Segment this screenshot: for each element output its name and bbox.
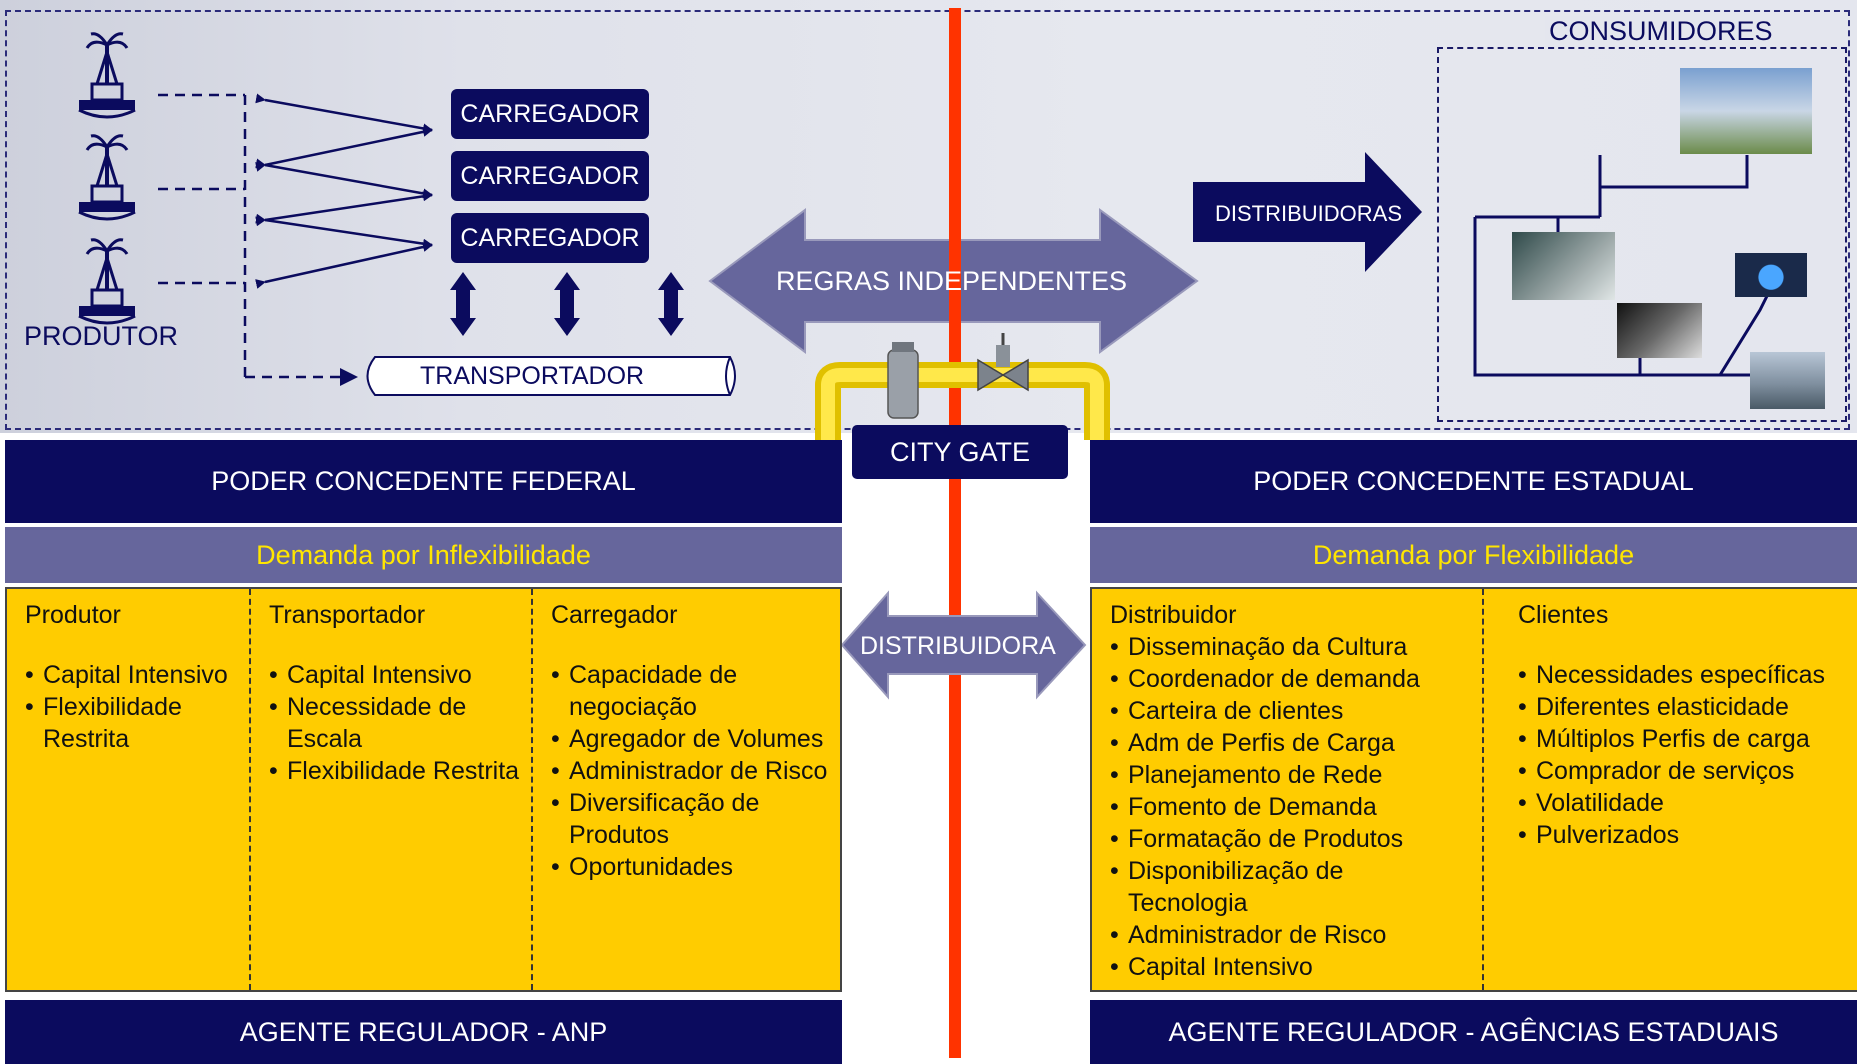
list-item: Flexibilidade Restrita <box>25 691 243 755</box>
list-item: Oportunidades <box>551 851 834 883</box>
list-item: Administrador de Risco <box>551 755 834 787</box>
list-item: Capital Intensivo <box>25 659 243 691</box>
list-item: Comprador de serviços <box>1518 755 1853 787</box>
col-title: Distribuidor <box>1110 601 1237 629</box>
list-item: Pulverizados <box>1518 819 1853 851</box>
col-title: Transportador <box>269 601 426 629</box>
list-item: Necessidades específicas <box>1518 659 1853 691</box>
col-distribuidor: Distribuidor Disseminação da Cultura Coo… <box>1092 589 1484 990</box>
consumidores-label: CONSUMIDORES <box>1545 16 1777 47</box>
col-title: Produtor <box>25 601 121 629</box>
photo-thumbnail-icon <box>1680 68 1812 154</box>
list-item: Capacidade de negociação <box>551 659 834 723</box>
oil-platform-icon <box>77 133 137 221</box>
list-item: Capital Intensivo <box>1110 951 1476 983</box>
distribuidora-label: DISTRIBUIDORA <box>860 632 1056 660</box>
col-clientes: Clientes Necessidades específicas Difere… <box>1484 589 1857 990</box>
distribuidora-arrow-shape <box>840 590 1087 700</box>
federal-regulator: AGENTE REGULADOR - ANP <box>5 1000 842 1064</box>
pipe-valve-icon <box>815 333 1110 440</box>
photo-thumbnail-icon <box>1617 303 1702 358</box>
photo-thumbnail-icon <box>1735 253 1807 297</box>
list-item: Múltiplos Perfis de carga <box>1518 723 1853 755</box>
col-carregador: Carregador Capacidade de negociação Agre… <box>533 589 840 990</box>
list-item: Agregador de Volumes <box>551 723 834 755</box>
federal-demand-bar: Demanda por Inflexibilidade <box>5 527 842 583</box>
oil-platform-icon <box>77 237 137 325</box>
list-item: Coordenador de demanda <box>1110 663 1476 695</box>
list-item: Flexibilidade Restrita <box>269 755 525 787</box>
city-gate-box: CITY GATE <box>852 425 1068 479</box>
photo-thumbnail-icon <box>1750 352 1825 409</box>
list-item: Disponibilização de Tecnologia <box>1110 855 1358 919</box>
list-item: Carteira de clientes <box>1110 695 1476 727</box>
list-item: Disseminação da Cultura <box>1110 631 1476 663</box>
list-item: Administrador de Risco <box>1110 919 1476 951</box>
list-item: Capital Intensivo <box>269 659 525 691</box>
estadual-header: PODER CONCEDENTE ESTADUAL <box>1090 440 1857 523</box>
photo-thumbnail-icon <box>1560 73 1638 155</box>
col-title: Carregador <box>551 601 678 629</box>
distribuidoras-label: DISTRIBUIDORAS <box>1215 201 1403 226</box>
list-item: Necessidade de Escala <box>269 691 525 755</box>
col-produtor: Produtor Capital Intensivo Flexibilidade… <box>7 589 251 990</box>
list-item: Formatação de Produtos <box>1110 823 1476 855</box>
photo-thumbnail-icon <box>1512 232 1615 300</box>
list-item: Planejamento de Rede <box>1110 759 1476 791</box>
transportador-label: TRANSPORTADOR <box>420 362 645 390</box>
list-item: Diversificação de Produtos <box>551 787 834 851</box>
list-item: Diferentes elasticidade <box>1518 691 1853 723</box>
list-item: Adm de Perfis de Carga <box>1110 727 1476 759</box>
regras-label: REGRAS INDEPENDENTES <box>776 266 1128 296</box>
consumidores-box <box>1437 47 1847 422</box>
list-item: Fomento de Demanda <box>1110 791 1476 823</box>
carregador-box-3: CARREGADOR <box>451 213 649 263</box>
carregador-box-1: CARREGADOR <box>451 89 649 139</box>
estadual-demand-bar: Demanda por Flexibilidade <box>1090 527 1857 583</box>
estadual-panel: Distribuidor Disseminação da Cultura Coo… <box>1090 587 1857 992</box>
col-transportador: Transportador Capital Intensivo Necessid… <box>251 589 533 990</box>
distribuidoras-arrow-shape <box>1193 152 1422 272</box>
produtor-label: PRODUTOR <box>24 321 179 351</box>
col-title: Clientes <box>1518 601 1609 629</box>
estadual-regulator: AGENTE REGULADOR - AGÊNCIAS ESTADUAIS <box>1090 1000 1857 1064</box>
federal-panel: Produtor Capital Intensivo Flexibilidade… <box>5 587 842 992</box>
federal-header: PODER CONCEDENTE FEDERAL <box>5 440 842 523</box>
carregador-box-2: CARREGADOR <box>451 151 649 201</box>
list-item: Volatilidade <box>1518 787 1853 819</box>
oil-platform-icon <box>77 31 137 119</box>
divider-red-line <box>949 8 961 1058</box>
